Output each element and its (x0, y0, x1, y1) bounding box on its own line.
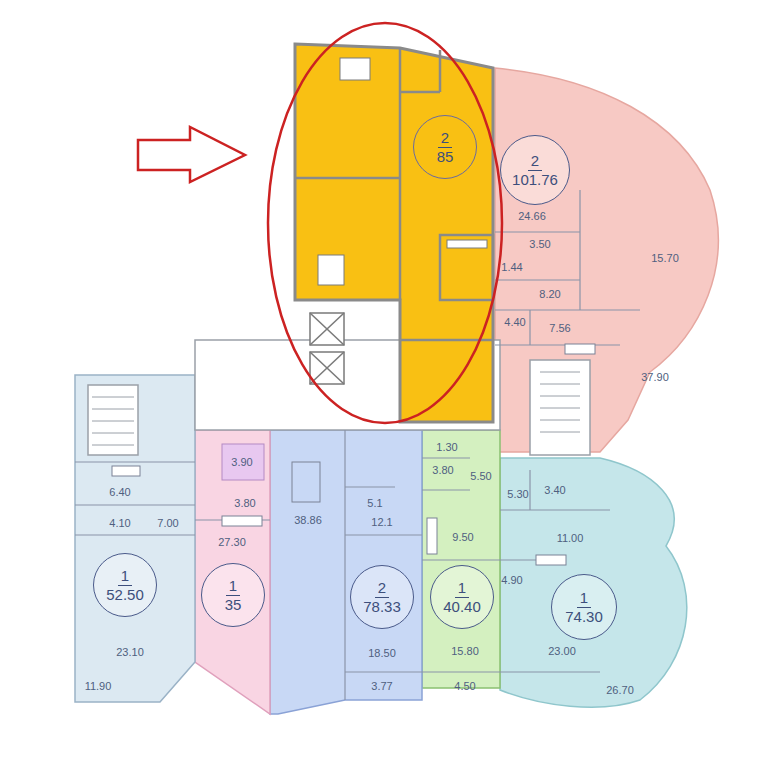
room-area: 3.80 (234, 497, 255, 509)
apartment-marker: 174.30 (551, 574, 617, 640)
room-area: 5.1 (367, 497, 382, 509)
room-area: 4.90 (501, 574, 522, 586)
room-count: 1 (226, 577, 240, 596)
apartment-marker: 135 (201, 563, 265, 627)
room-area: 3.40 (544, 484, 565, 496)
room-area: 26.70 (606, 684, 634, 696)
room-area: 7.56 (549, 322, 570, 334)
room-count: 2 (528, 152, 542, 171)
room-count: 2 (438, 129, 452, 148)
room-area: 12.1 (371, 516, 392, 528)
room-area: 9.50 (452, 531, 473, 543)
room-area: 23.10 (116, 646, 144, 658)
apartment-area (422, 430, 500, 688)
partitions (295, 48, 493, 340)
room-area: 38.86 (294, 514, 322, 526)
room-area: 1.30 (436, 441, 457, 453)
room-area: 6.40 (109, 486, 130, 498)
stair-steps (92, 397, 134, 445)
stairs (88, 385, 138, 455)
apartment-marker: 2101.76 (500, 135, 570, 205)
apartment-area (495, 68, 718, 452)
room-area: 3.77 (371, 680, 392, 692)
elevator-symbol (310, 313, 344, 384)
room-area: 23.00 (548, 645, 576, 657)
apartment-area (195, 430, 270, 714)
room-area: 4.40 (504, 316, 525, 328)
apartment-marker: 278.33 (350, 565, 414, 629)
total-area: 52.50 (103, 586, 147, 604)
stove-symbol (112, 344, 595, 565)
total-area: 35 (222, 596, 245, 614)
room-area: 15.70 (651, 252, 679, 264)
total-area: 101.76 (509, 171, 561, 189)
room-area: 15.80 (451, 645, 479, 657)
room-count: 2 (375, 579, 389, 598)
room-count: 1 (577, 589, 591, 608)
apartment-area (270, 430, 422, 714)
table-symbol (292, 462, 320, 502)
room-area: 5.30 (507, 488, 528, 500)
total-area: 85 (434, 148, 457, 166)
apartment-marker: 140.40 (430, 565, 494, 629)
apartment-marker: 285 (413, 115, 477, 179)
room-count: 1 (455, 579, 469, 598)
room-area: 5.50 (470, 470, 491, 482)
room-area: 11.00 (557, 532, 584, 544)
room-area: 24.66 (518, 210, 546, 222)
stairs (530, 360, 590, 455)
room-area: 1.44 (501, 261, 522, 273)
total-area: 74.30 (562, 608, 606, 626)
room-area: 8.20 (539, 288, 560, 300)
apartment-area (295, 44, 493, 422)
room-area: 4.50 (454, 680, 475, 692)
pointer-arrow (138, 127, 245, 182)
room-area: 27.30 (218, 536, 246, 548)
room-area: 3.90 (231, 456, 252, 468)
apartment-area (500, 458, 687, 707)
apartment-marker: 152.50 (93, 553, 157, 617)
room-area: 11.90 (85, 680, 112, 692)
room-area: 37.90 (641, 371, 669, 383)
bathroom (222, 444, 264, 480)
stair-steps (540, 372, 580, 432)
apartment-area (75, 375, 195, 702)
room-area: 7.00 (157, 517, 178, 529)
room-area: 4.10 (109, 517, 130, 529)
highlight-ellipse (268, 23, 502, 423)
room-area: 3.50 (529, 238, 550, 250)
total-area: 40.40 (440, 598, 484, 616)
room-area: 3.80 (432, 464, 453, 476)
fixture-symbol (318, 58, 487, 285)
room-area: 18.50 (368, 647, 396, 659)
total-area: 78.33 (360, 598, 404, 616)
room-count: 1 (118, 567, 132, 586)
